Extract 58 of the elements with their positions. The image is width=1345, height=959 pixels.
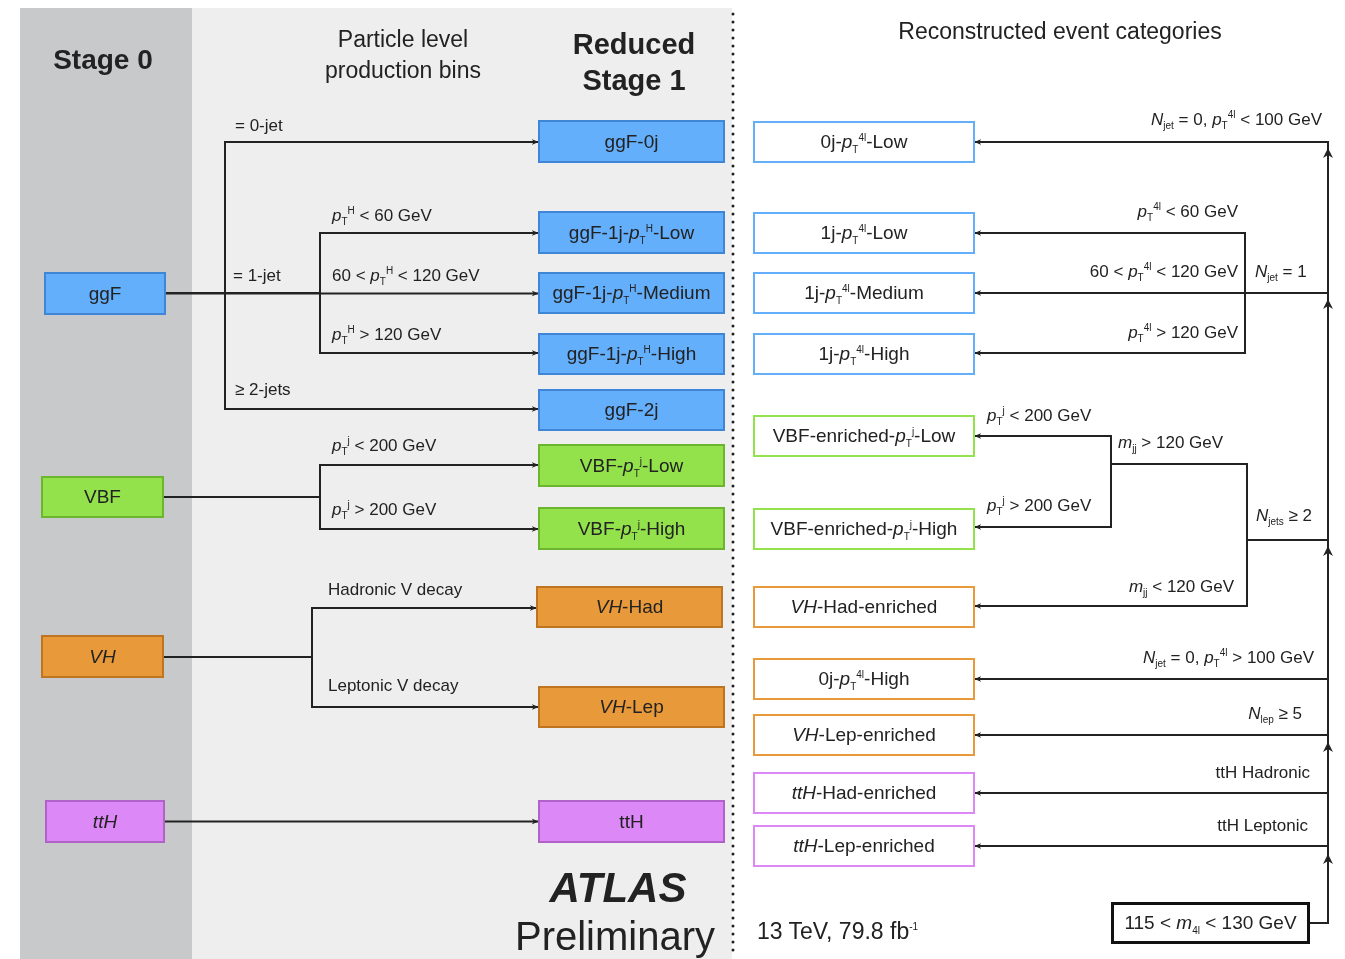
production-bin-box: VBF-p$_{T}$$^{j}$-High: [538, 507, 725, 550]
event-category-box: ttH-Had-enriched: [753, 772, 975, 814]
edge-label: = 0-jet: [233, 116, 285, 136]
production-bin-box: VH-Had: [536, 586, 723, 628]
production-mode-box: ttH: [45, 800, 165, 843]
preliminary-label: Preliminary: [515, 914, 715, 959]
experiment-name: ATLAS: [549, 864, 687, 912]
branch-label: N$_{jets}$ ≥ 2: [1256, 506, 1313, 526]
event-category-box: VBF-enriched-p$_{T}$$^{j}$-High: [753, 508, 975, 550]
edge-label: 60 < p$_{T}$$^{H}$ < 120 GeV: [330, 266, 482, 286]
arrow: [165, 290, 539, 297]
event-category-box: ttH-Lep-enriched: [753, 825, 975, 867]
production-bin-box: ggF-0j: [538, 120, 725, 163]
edge-label: p$_{T}$$^{j}$ > 200 GeV: [985, 496, 1094, 516]
production-mode-box: VBF: [41, 476, 164, 518]
edge-label: N$_{jet}$ = 0, p$_{T}$$^{4l}$ > 100 GeV: [1141, 648, 1316, 668]
edge-label: p$_{T}$$^{j}$ > 200 GeV: [330, 500, 439, 520]
production-mode-box: VH: [41, 635, 164, 678]
event-category-box: VH-Lep-enriched: [753, 714, 975, 756]
column-heading: Particle level production bins: [324, 25, 482, 85]
edge-label: p$_{T}$$^{4l}$ > 120 GeV: [1126, 323, 1240, 343]
production-bin-box: VH-Lep: [538, 686, 725, 728]
edge-label: N$_{lep}$ ≥ 5: [1246, 704, 1304, 724]
edge-label: Hadronic V decay: [326, 580, 465, 600]
production-bin-box: ggF-1j-p$_{T}$$^{H}$-Low: [538, 211, 725, 254]
event-category-box: 0j-p$_{T}$$^{4l}$-High: [753, 658, 975, 700]
event-category-box: 1j-p$_{T}$$^{4l}$-Medium: [753, 272, 975, 314]
edge-label: p$_{T}$$^{H}$ > 120 GeV: [330, 325, 444, 345]
production-bin-box: ttH: [538, 800, 725, 843]
production-bin-box: VBF-p$_{T}$$^{j}$-Low: [538, 444, 725, 487]
branch-label: m$_{jj}$ > 120 GeV: [1118, 433, 1224, 453]
event-category-box: 1j-p$_{T}$$^{4l}$-High: [753, 333, 975, 375]
edge-label: p$_{T}$$^{H}$ < 60 GeV: [330, 206, 434, 226]
edge-label: 60 < p$_{T}$$^{4l}$ < 120 GeV: [1087, 262, 1240, 282]
column-heading: Stage 0: [53, 44, 153, 76]
edge-label: p$_{T}$$^{j}$ < 200 GeV: [330, 436, 439, 456]
event-category-box: 0j-p$_{T}$$^{4l}$-Low: [753, 121, 975, 163]
edge-label: p$_{T}$$^{4l}$ < 60 GeV: [1135, 202, 1240, 222]
edge-label: N$_{jet}$ = 0, p$_{T}$$^{4l}$ < 100 GeV: [1149, 110, 1324, 130]
edge-label: ttH Leptonic: [1215, 816, 1310, 836]
production-bin-box: ggF-1j-p$_{T}$$^{H}$-High: [538, 333, 725, 375]
branch-label: N$_{jet}$ = 1: [1255, 262, 1307, 282]
event-category-box: 1j-p$_{T}$$^{4l}$-Low: [753, 212, 975, 254]
event-category-box: VBF-enriched-p$_{T}$$^{j}$-Low: [753, 415, 975, 457]
edge-label: ≥ 2-jets: [233, 380, 293, 400]
edge-label: p$_{T}$$^{j}$ < 200 GeV: [985, 406, 1094, 426]
edge-label: Leptonic V decay: [326, 676, 461, 696]
energy-luminosity-label: 13 TeV, 79.8 fb$^{-1}$: [757, 918, 919, 945]
column-heading: Reconstructed event categories: [898, 18, 1222, 45]
production-bin-box: ggF-1j-p$_{T}$$^{H}$-Medium: [538, 272, 725, 314]
edge-label: m$_{jj}$ < 120 GeV: [1126, 577, 1236, 597]
column-heading: Reduced Stage 1: [571, 27, 697, 98]
event-category-box: VH-Had-enriched: [753, 586, 975, 628]
arrow: [164, 818, 539, 825]
branch-label: = 1-jet: [233, 266, 281, 286]
selection-box: 115 < m$_{4l}$ < 130 GeV: [1111, 902, 1310, 944]
production-mode-box: ggF: [44, 272, 166, 315]
production-bin-box: ggF-2j: [538, 389, 725, 431]
